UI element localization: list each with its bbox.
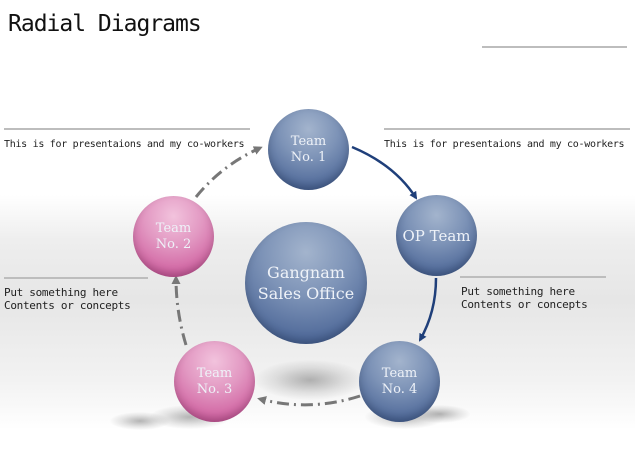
node-team-1-line2: No. 1	[290, 149, 327, 165]
side-shadow-left	[110, 412, 170, 430]
arrow-team4-to-team3	[257, 394, 361, 407]
note-mid-right-line1: Put something here	[461, 285, 575, 298]
node-team-3: Team No. 3	[174, 341, 255, 422]
title-rule	[482, 46, 627, 48]
note-rule-mid-left	[4, 277, 148, 279]
note-mid-left-line1: Put something here	[4, 286, 118, 299]
note-top-left: This is for presentaions and my co-worke…	[4, 139, 245, 150]
note-rule-top-right	[384, 128, 630, 130]
node-op-team: OP Team	[396, 195, 477, 276]
note-mid-left-line2: Contents or concepts	[4, 299, 131, 312]
note-rule-mid-right	[460, 276, 606, 278]
node-team-4-line2: No. 4	[381, 381, 418, 397]
node-team-4: Team No. 4	[359, 341, 440, 422]
note-mid-right: Put something here Contents or concepts	[461, 285, 588, 311]
node-op-team-line1: OP Team	[402, 226, 471, 245]
note-top-right: This is for presentaions and my co-worke…	[384, 139, 625, 150]
center-node-line1: Gangnam	[267, 263, 345, 282]
node-team-3-line1: Team	[196, 365, 233, 381]
center-shadow	[255, 360, 365, 400]
arrow-team2-to-team1	[194, 146, 263, 198]
node-team-3-line2: No. 3	[196, 381, 233, 397]
arrow-team3-to-team2	[171, 275, 188, 346]
node-team-4-line1: Team	[381, 365, 418, 381]
center-node-line2: Sales Office	[257, 284, 355, 303]
note-rule-top-left	[4, 128, 250, 130]
page-title: Radial Diagrams	[8, 11, 202, 37]
node-team-2-line2: No. 2	[155, 236, 192, 252]
node-team-1-line1: Team	[290, 133, 327, 149]
note-mid-right-line2: Contents or concepts	[461, 298, 588, 311]
center-node: Gangnam Sales Office	[245, 222, 367, 344]
node-team-1: Team No. 1	[268, 109, 349, 190]
note-mid-left: Put something here Contents or concepts	[4, 286, 131, 312]
arrow-team1-to-op	[351, 145, 418, 200]
node-team-2-line1: Team	[155, 220, 192, 236]
node-team-2: Team No. 2	[133, 196, 214, 277]
arrow-op-to-team4	[418, 277, 438, 342]
